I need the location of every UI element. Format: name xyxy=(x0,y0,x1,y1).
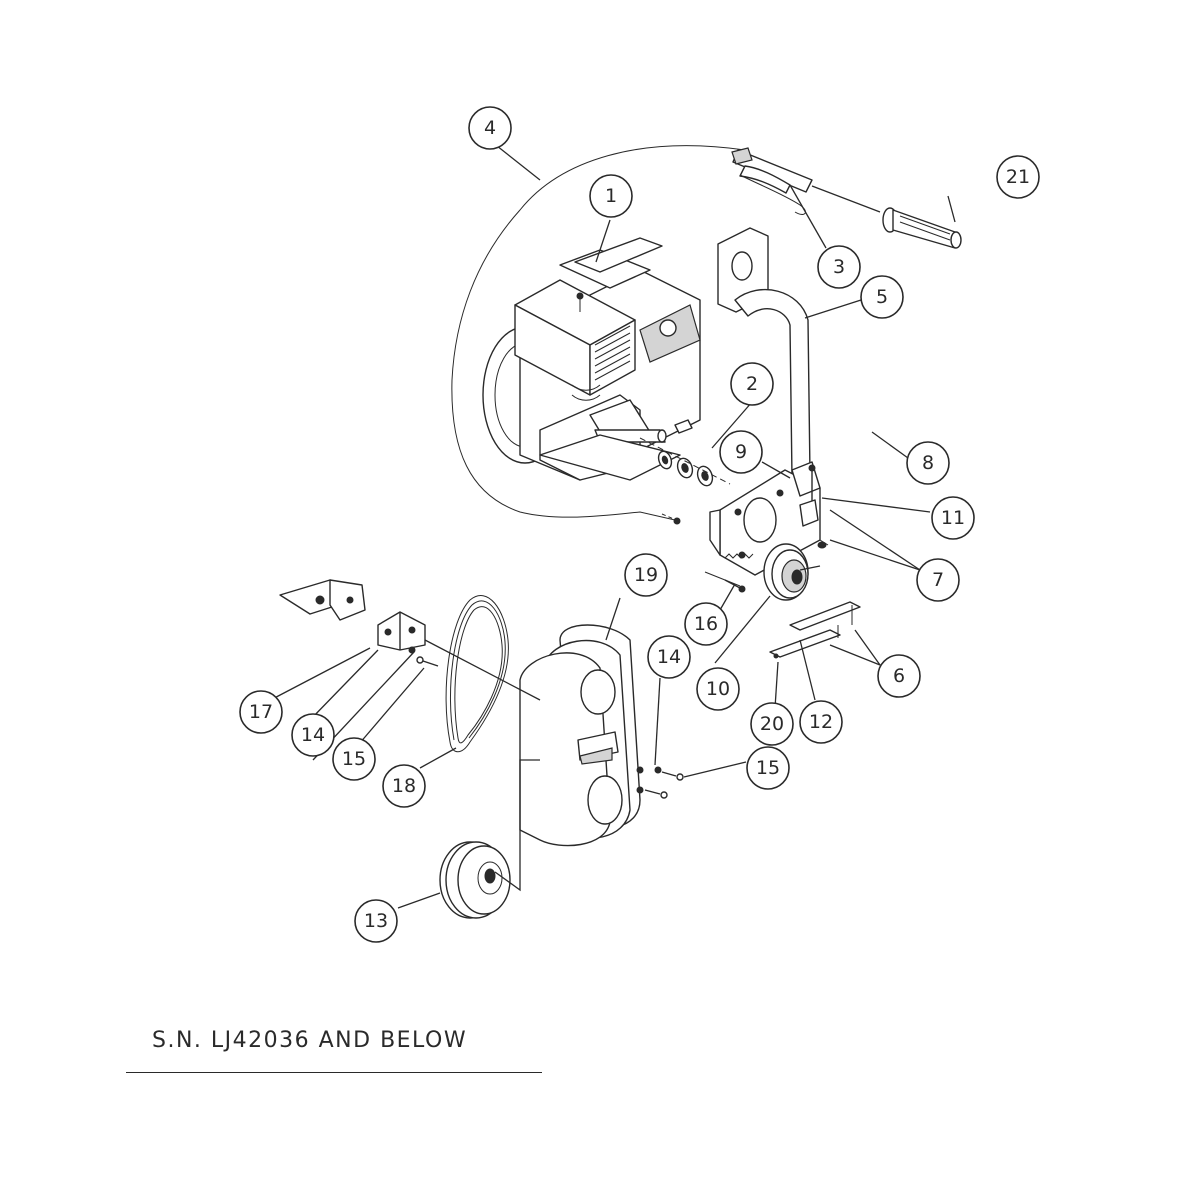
callout-3: 3 xyxy=(817,245,861,289)
cable-end xyxy=(673,517,681,525)
callout-5: 5 xyxy=(860,275,904,319)
callout-9: 9 xyxy=(719,430,763,474)
svg-text:1: 1 xyxy=(605,185,617,207)
leader-lines xyxy=(260,141,956,909)
svg-text:2: 2 xyxy=(746,373,758,395)
svg-text:8: 8 xyxy=(922,452,934,474)
callout-21: 21 xyxy=(996,155,1040,199)
svg-text:20: 20 xyxy=(760,713,784,735)
key-and-washers xyxy=(639,419,731,487)
svg-text:13: 13 xyxy=(364,910,388,932)
callout-19: 19 xyxy=(624,553,668,597)
svg-text:15: 15 xyxy=(756,757,780,779)
belt-guard xyxy=(519,624,641,847)
drive-pulley xyxy=(439,759,540,919)
svg-text:14: 14 xyxy=(657,646,681,668)
callout-4: 4 xyxy=(468,106,512,150)
flat-brackets xyxy=(769,601,861,659)
engine xyxy=(482,237,701,481)
callout-17: 17 xyxy=(239,690,283,734)
guard-screws xyxy=(636,766,684,799)
v-belt xyxy=(445,595,509,753)
callout-18: 18 xyxy=(382,764,426,808)
svg-text:5: 5 xyxy=(876,286,888,308)
handle-bar xyxy=(717,227,811,479)
callout-8: 8 xyxy=(906,441,950,485)
throttle-lever-assembly xyxy=(731,147,813,215)
handle-grip xyxy=(811,185,962,249)
callout-15-left: 15 xyxy=(332,737,376,781)
idler-pulley xyxy=(763,543,821,601)
svg-text:12: 12 xyxy=(809,711,833,733)
callout-7: 7 xyxy=(916,558,960,602)
svg-text:9: 9 xyxy=(735,441,747,463)
left-bracket-set xyxy=(279,579,541,701)
svg-text:14: 14 xyxy=(301,724,325,746)
spring xyxy=(704,553,754,593)
callout-2: 2 xyxy=(730,362,774,406)
callout-16: 16 xyxy=(684,602,728,646)
svg-text:17: 17 xyxy=(249,701,273,723)
throttle-cable xyxy=(451,145,746,521)
svg-text:11: 11 xyxy=(941,507,965,529)
svg-text:4: 4 xyxy=(484,117,496,139)
callout-13: 13 xyxy=(354,899,398,943)
callout-6: 6 xyxy=(877,654,921,698)
svg-text:19: 19 xyxy=(634,564,658,586)
caption-underline xyxy=(126,1072,542,1073)
callout-14-right: 14 xyxy=(647,635,691,679)
callout-20: 20 xyxy=(750,702,794,746)
callout-14-left: 14 xyxy=(291,713,335,757)
callout-10: 10 xyxy=(696,667,740,711)
serial-number-caption: S.N. LJ42036 AND BELOW xyxy=(152,1028,468,1053)
callout-11: 11 xyxy=(931,496,975,540)
svg-text:21: 21 xyxy=(1006,166,1030,188)
svg-text:6: 6 xyxy=(893,665,905,687)
svg-text:10: 10 xyxy=(706,678,730,700)
svg-text:18: 18 xyxy=(392,775,416,797)
callout-12: 12 xyxy=(799,700,843,744)
svg-text:3: 3 xyxy=(833,256,845,278)
callout-15-right: 15 xyxy=(746,746,790,790)
svg-text:7: 7 xyxy=(932,569,944,591)
svg-text:16: 16 xyxy=(694,613,718,635)
svg-text:15: 15 xyxy=(342,748,366,770)
callout-1: 1 xyxy=(589,174,633,218)
